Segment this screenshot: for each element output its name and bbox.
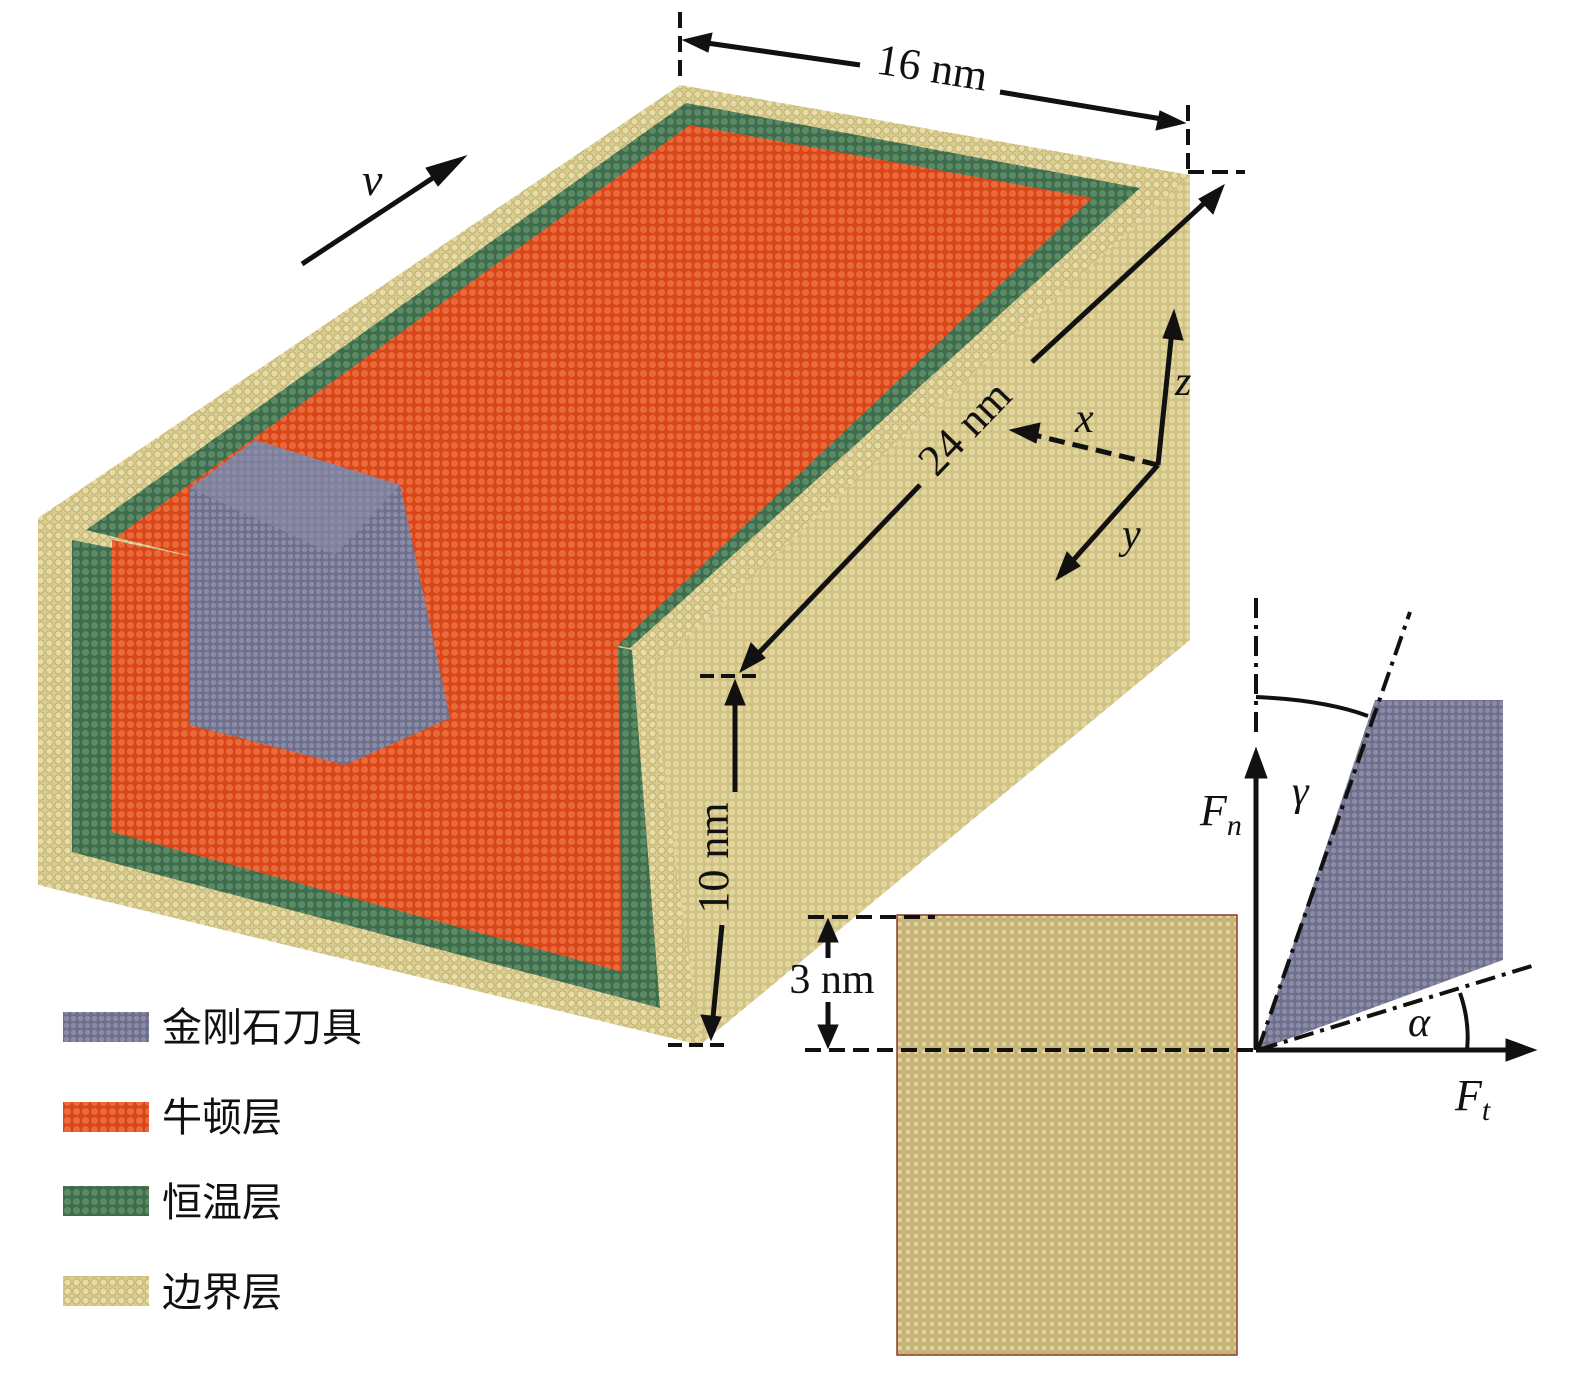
side-face-boundary	[650, 175, 1190, 1045]
velocity-label: v	[362, 154, 383, 205]
axis-x-label: x	[1074, 396, 1094, 442]
axis-y-label: y	[1118, 512, 1141, 558]
force-axes	[1244, 598, 1538, 1062]
legend-item-thermostat: 恒温层	[63, 1180, 282, 1226]
dimension-depth: 3 nm	[789, 915, 1255, 1052]
legend-label-tool: 金刚石刀具	[162, 1005, 362, 1051]
workpiece-section	[897, 915, 1237, 1355]
axis-z-label: z	[1174, 359, 1191, 405]
workpiece-3d-box	[38, 85, 1190, 1045]
legend-item-boundary: 边界层	[63, 1270, 282, 1316]
diamond-tool-shade	[190, 440, 400, 555]
legend-item-newton: 牛顿层	[63, 1095, 282, 1141]
coordinate-axes: z x y	[1008, 308, 1191, 582]
tangential-force-label: Ft	[1454, 1071, 1491, 1127]
legend: 金刚石刀具 牛顿层 恒温层 边界层	[63, 1005, 362, 1316]
tool-section	[1258, 700, 1503, 1050]
legend-item-tool: 金刚石刀具	[63, 1005, 362, 1051]
legend-label-newton: 牛顿层	[162, 1095, 282, 1141]
diamond-tool	[190, 440, 450, 765]
legend-label-boundary: 边界层	[162, 1270, 282, 1316]
cross-section-view: 3 nm Fn Ft γ α	[789, 598, 1538, 1356]
dimension-height: 10 nm	[668, 674, 760, 1047]
rake-angle-label: γ	[1292, 769, 1310, 815]
legend-label-thermostat: 恒温层	[162, 1180, 282, 1226]
width-label: 16 nm	[874, 35, 992, 101]
depth-label: 3 nm	[789, 957, 875, 1003]
clearance-angle-label: α	[1408, 1000, 1431, 1046]
velocity-arrow: v	[300, 154, 468, 267]
height-label: 10 nm	[689, 802, 738, 913]
normal-force-label: Fn	[1199, 786, 1242, 842]
